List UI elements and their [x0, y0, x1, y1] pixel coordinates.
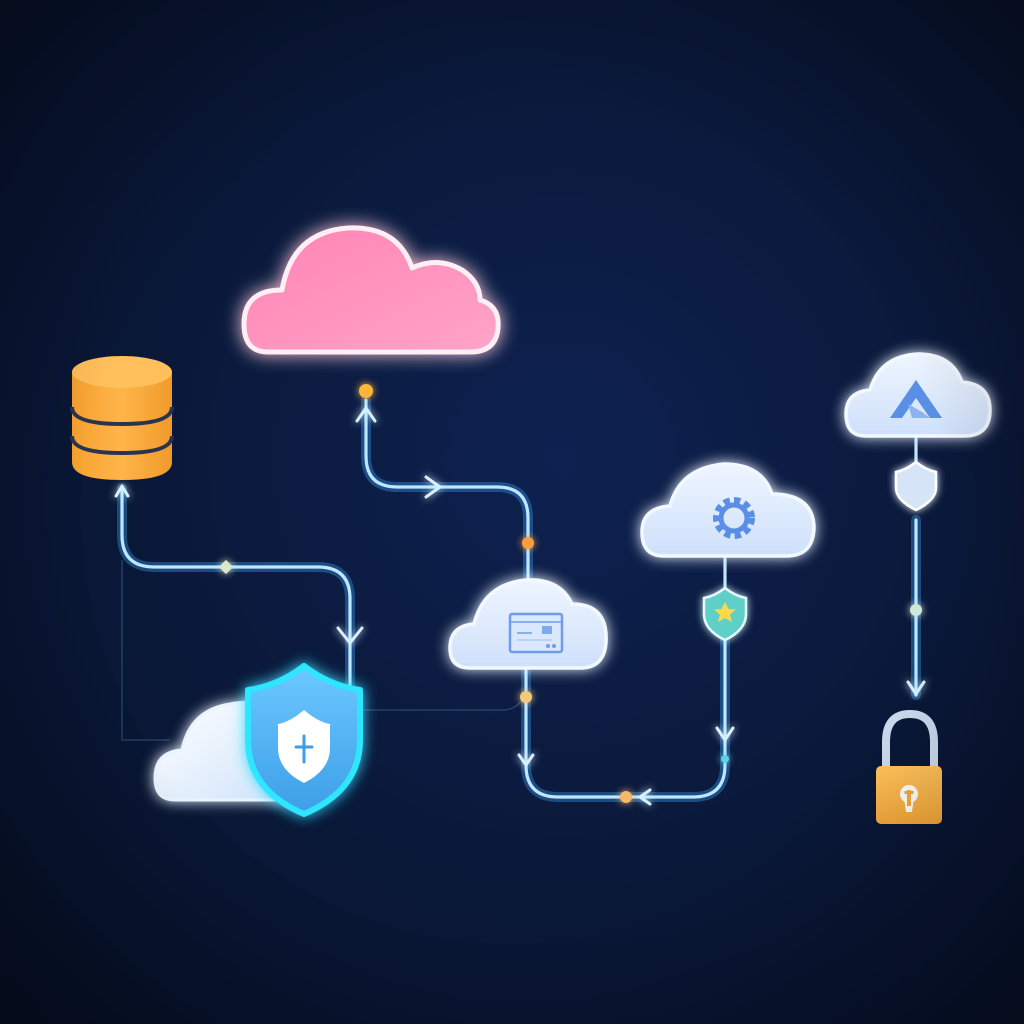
connector-dot	[522, 537, 534, 549]
star-shield-badge	[702, 586, 748, 642]
window-cloud[interactable]	[448, 578, 608, 670]
connector-dot	[359, 384, 373, 398]
connector-dot	[520, 691, 532, 703]
browser-window-icon	[508, 612, 564, 654]
connector-dot	[620, 791, 632, 803]
database-icon[interactable]	[70, 356, 174, 480]
connector-dot	[721, 755, 729, 763]
plain-shield-badge	[894, 460, 938, 512]
pink-cloud[interactable]	[241, 225, 501, 355]
wire-database-to-shield	[120, 486, 352, 702]
drive-cloud[interactable]	[844, 352, 992, 438]
connector-dot	[910, 604, 922, 616]
lock-shackle	[882, 709, 938, 770]
padlock-icon[interactable]	[876, 709, 942, 824]
gear-cloud[interactable]	[640, 462, 816, 558]
shield-cloud[interactable]	[153, 663, 363, 817]
